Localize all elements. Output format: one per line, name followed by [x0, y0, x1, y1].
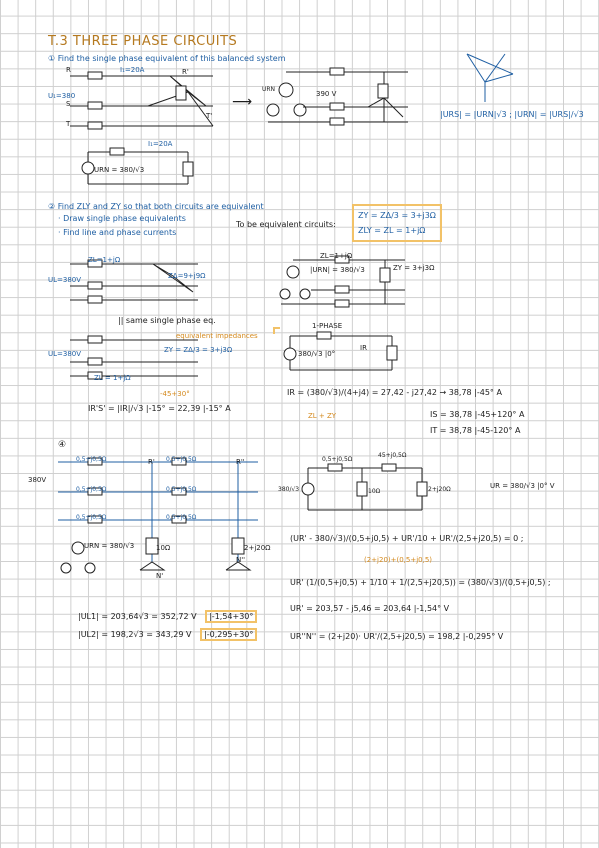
circuit-1-left: [70, 71, 214, 130]
line-voltage-label: U₁=380: [48, 92, 76, 100]
line-current-label: I₁=20A: [120, 66, 145, 74]
circuit-4-left: [58, 457, 258, 574]
angle-note: -45+30°: [160, 390, 190, 398]
ur-value: UR = 380/√3 |0° V: [490, 482, 555, 490]
node-eq-1: (UR' - 380/√3)/(0,5+j0,5) + UR'/10 + UR'…: [290, 534, 524, 543]
circuit-2-left-star: [70, 335, 198, 380]
section4-num: ④: [58, 440, 67, 450]
phasor-diagram: [466, 53, 514, 102]
phasor-relation: |URS| = |URN|√3 ; |URN| = |URS|/√3: [440, 110, 584, 119]
ul1-result: |UL1| = 203,64√3 = 352,72 V |-1,54+30°: [78, 610, 258, 623]
irs-result: IR'S' = |IR|/√3 |-15° = 22,39 |-15° A: [88, 404, 231, 413]
ir-result: IR = (380/√3)/(4+j4) = 27,42 - j27,42 → …: [287, 388, 502, 397]
it-result: IT = 38,78 |-45-120° A: [430, 426, 521, 435]
circuit-1-single: [81, 147, 194, 185]
equivalence-box: ZY = ZΔ/3 = 3+j3Ω ZLY = ZL = 1+jΩ: [352, 204, 442, 242]
page-title: T.3 THREE PHASE CIRCUITS: [48, 34, 238, 49]
circuit-2-left: [70, 259, 198, 304]
ul2-result: |UL2| = 198,2√3 = 343,29 V |-0,295+30°: [78, 628, 258, 641]
is-result: IS = 38,78 |-45+120° A: [430, 410, 525, 419]
section1-heading: ① Find the single phase equivalent of th…: [48, 54, 286, 63]
arrow-icon: ⟶: [232, 94, 253, 110]
circuit-2-right: [279, 255, 405, 308]
node-eq-2: UR' (1/(0,5+j0,5) + 1/10 + 1/(2,5+j20,5)…: [290, 578, 551, 587]
circuit-4-right: [301, 463, 428, 511]
section2-heading: ② Find ZLY and ZY so that both circuits …: [48, 202, 264, 211]
voltage-390: 390 V: [316, 90, 337, 98]
circuit-2-one-phase: [273, 327, 398, 371]
node-eq-4: UR''N'' = (2+j20)· UR'/(2,5+j20,5) = 198…: [290, 632, 504, 641]
node-eq-3: UR' = 203,57 - j5,46 = 203,64 |-1,54° V: [290, 604, 450, 613]
circuit-1-right: [266, 67, 408, 126]
